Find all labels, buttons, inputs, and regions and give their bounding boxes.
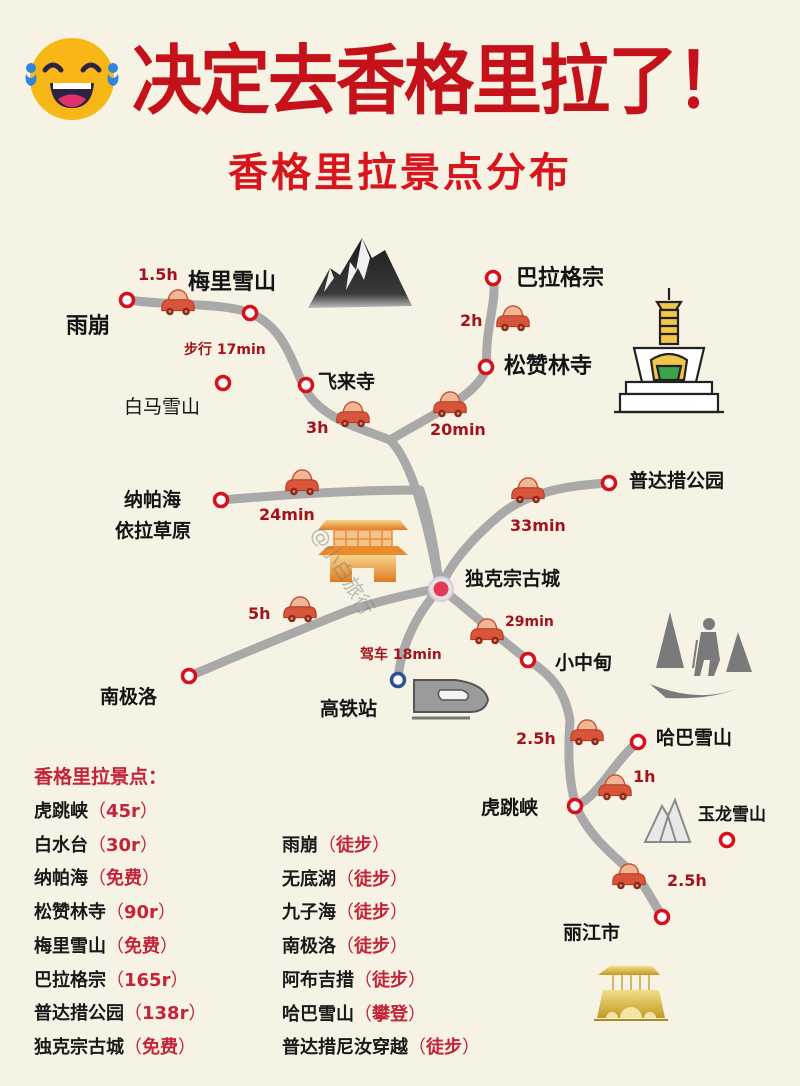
duration-hutiaoxia-haba: 1h — [633, 767, 656, 786]
list-item: 哈巴雪山（攀登） — [282, 1003, 426, 1025]
duration-balagezong-songzanlin: 2h — [460, 311, 483, 330]
place-label-xiaozhongdian: 小中甸 — [555, 652, 613, 674]
duration-nanjiluo-hub: 5h — [248, 604, 271, 623]
place-label-yulong: 玉龙雪山 — [698, 805, 766, 825]
attractions-list-left: 虎跳峡（45r） 白水台（30r） 纳帕海（免费） 松赞林寺（90r） 梅里雪山… — [34, 795, 206, 1065]
list-item: 松赞林寺（90r） — [34, 902, 176, 924]
duration-feilai-hub: 3h — [306, 418, 329, 437]
duration-yubeng-meili: 1.5h — [138, 265, 178, 284]
place-label-yubeng: 雨崩 — [66, 314, 111, 339]
list-item: 普达措尼汝穿越（徒步） — [282, 1037, 480, 1059]
duration-napahai-hub: 24min — [259, 505, 315, 524]
duration-hutiaoxia-lijiang: 2.5h — [667, 871, 707, 890]
bullet-train-icon — [412, 679, 490, 720]
mountain-icon — [308, 238, 412, 308]
place-label-balagezong: 巴拉格宗 — [516, 266, 605, 291]
place-label-meili: 梅里雪山 — [188, 270, 277, 295]
list-item: 阿布吉措（徒步） — [282, 969, 426, 991]
stupa-icon — [614, 288, 724, 414]
list-item: 雨崩（徒步） — [282, 835, 390, 856]
place-label-hutiaoxia: 虎跳峡 — [481, 797, 539, 819]
place-label-feilai: 飞来寺 — [318, 371, 376, 393]
page-title: 决定去香格里拉了！ — [132, 36, 746, 126]
list-item: 白水台（30r） — [34, 834, 158, 856]
palace-icon — [318, 520, 408, 582]
list-item: 南极洛（徒步） — [282, 936, 408, 958]
list-item: 普达措公园（138r） — [34, 1003, 207, 1025]
attractions-list-right: 雨崩（徒步） 无底湖（徒步） 九子海（徒步） 南极洛（徒步） 阿布吉措（徒步） … — [282, 829, 480, 1065]
place-label-songzanlin: 松赞林寺 — [504, 354, 593, 379]
list-item: 纳帕海（免费） — [34, 868, 160, 890]
place-label-lijiang: 丽江市 — [563, 922, 621, 944]
hub-node — [428, 576, 454, 602]
list-item: 无底湖（徒步） — [282, 868, 408, 890]
page-subtitle: 香格里拉景点分布 — [228, 150, 572, 196]
place-label-haba: 哈巴雪山 — [656, 727, 733, 749]
duration-hub-xiaozhongdian: 29min — [505, 614, 554, 630]
place-label-dukezong: 独克宗古城 — [465, 568, 561, 590]
duration-songzanlin-hub: 20min — [430, 420, 486, 439]
place-label-station: 高铁站 — [320, 698, 378, 720]
place-label-napahai: 纳帕海 — [124, 489, 182, 511]
list-item: 虎跳峡（45r） — [34, 801, 158, 822]
duration-pudacuo-hub: 33min — [510, 516, 566, 535]
duration-station-hub: 驾车 18min — [360, 647, 442, 663]
attractions-title: 香格里拉景点： — [34, 766, 168, 788]
place-label-yila: 依拉草原 — [115, 520, 192, 542]
list-item: 梅里雪山（免费） — [34, 935, 178, 957]
place-label-baima: 白马雪山 — [124, 396, 201, 418]
list-item: 巴拉格宗（165r） — [34, 969, 189, 991]
list-item: 九子海（徒步） — [282, 902, 408, 924]
snow-mountain-icon — [643, 797, 692, 843]
place-label-nanjiluo: 南极洛 — [100, 686, 158, 708]
hiker-icon — [650, 612, 752, 699]
place-label-pudacuo: 普达措公园 — [629, 470, 725, 492]
list-item: 独克宗古城（免费） — [34, 1036, 196, 1058]
place-nodes — [118, 269, 736, 926]
duration-xiaozhongdian-hutiaoxia: 2.5h — [516, 729, 556, 748]
tears-of-joy-emoji-icon — [25, 38, 119, 120]
duration-meili-feilai: 步行 17min — [184, 342, 266, 358]
gate-icon — [594, 966, 668, 1021]
